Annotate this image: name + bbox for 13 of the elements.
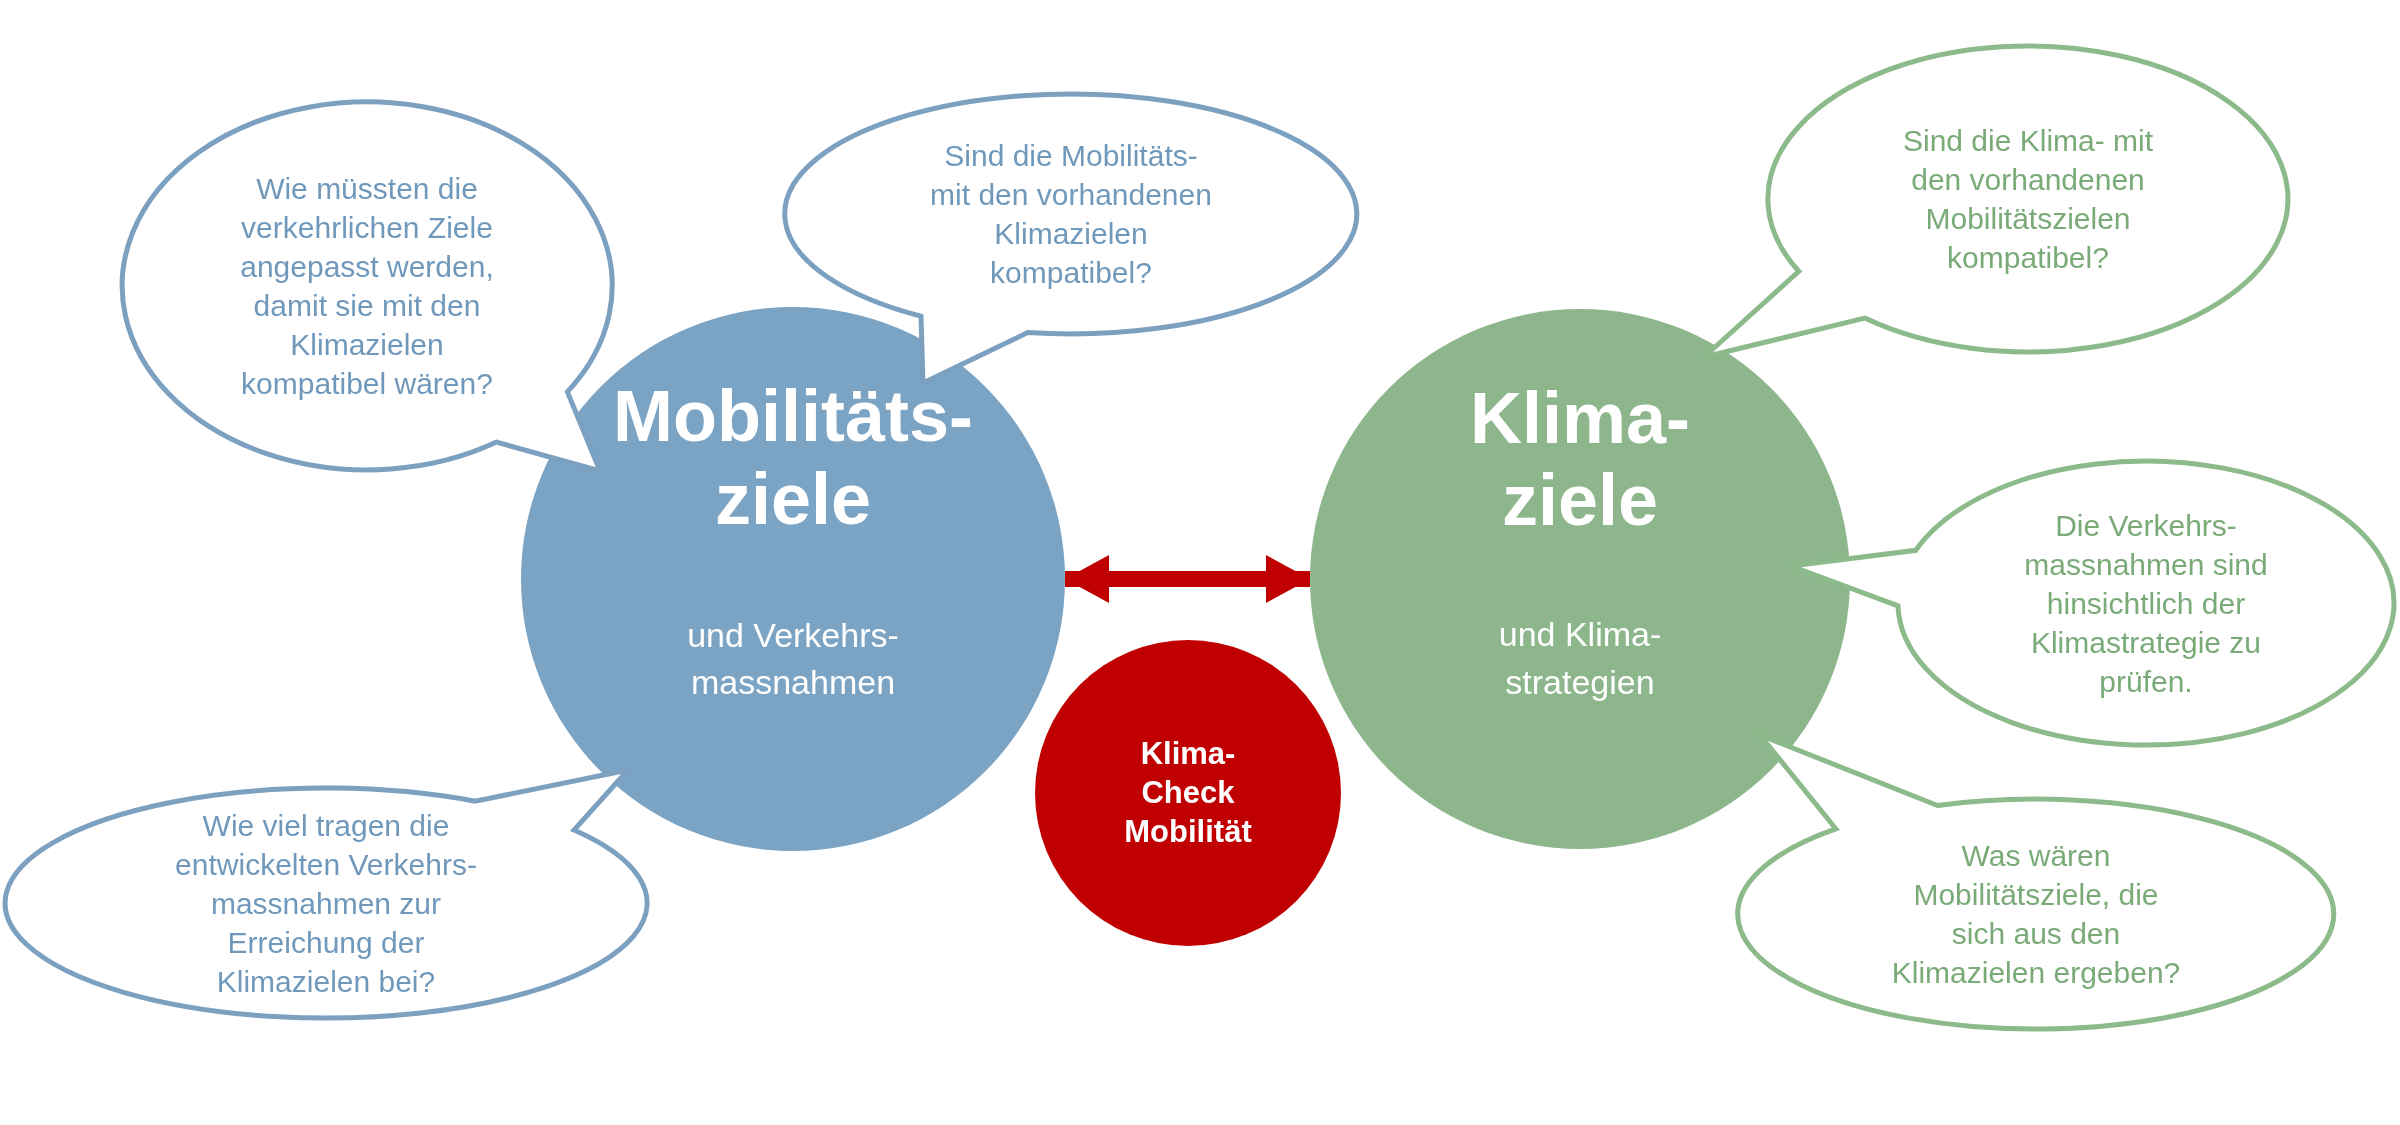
question-text: Was wären Mobilitätsziele, die sich aus den Klimazielen ergeben? (1891, 838, 2181, 991)
circle-label: Klima-Check Mobilität (1123, 734, 1253, 851)
question-text: Sind die Klima- mit den vorhandenen Mobilitätszielen kompatibel? (1901, 123, 2155, 276)
circle-heading: Klima-ziele (1468, 376, 1691, 543)
circle-subtitle: und Klima-strategien (1497, 614, 1663, 703)
question-text: Wie viel tragen die entwickelten Verkehrs-massnahmen zur Erreichung der Klimazielen bei? (174, 807, 478, 1000)
question-text: Sind die Mobilitäts- mit den vorhandenen Klimazielen kompatibel? (929, 138, 1213, 291)
circle-heading: Mobilitäts-ziele (612, 375, 974, 541)
circle-subtitle: und Verkehrs-massnahmen (686, 614, 900, 704)
question-text: Wie müssten die verkehrlichen Ziele angepasst werden, damit sie mit den Klimazielen kompatibel wären? (239, 171, 495, 402)
speech-bubble (118, 98, 616, 475)
question-text: Die Verkehrs-massnahmen sind hinsichtlich der Klimastrategie zu prüfen. (2023, 507, 2269, 700)
double-arrow (1065, 555, 1310, 603)
